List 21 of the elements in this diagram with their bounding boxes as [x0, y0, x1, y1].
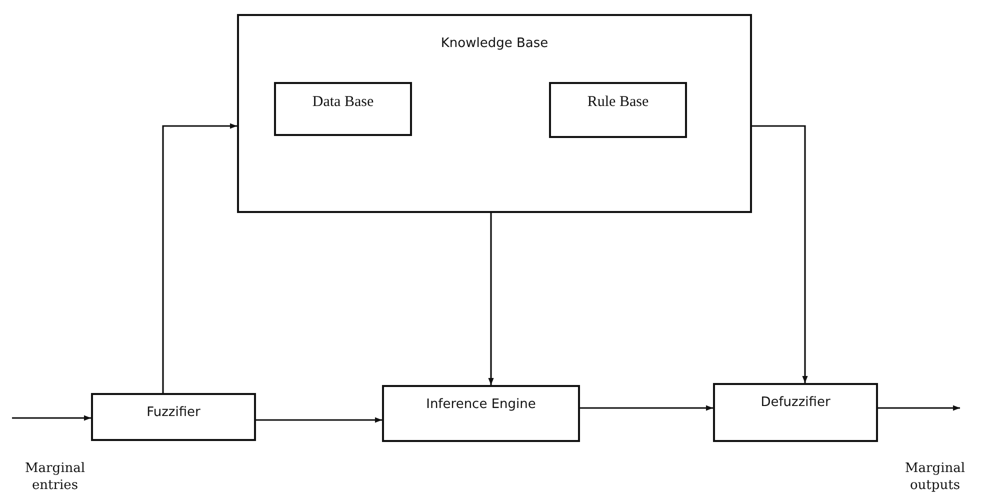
- knowledge-base-box: [237, 14, 752, 213]
- node-label: Fuzzifier: [146, 405, 202, 420]
- arrow: [878, 405, 960, 411]
- fuzzifier-box: [91, 393, 256, 441]
- node-label: Inference Engine: [425, 397, 537, 412]
- arrow: [256, 417, 382, 423]
- io-label: Marginal outputs: [904, 460, 966, 494]
- arrow: [488, 213, 494, 385]
- data-base-box: [274, 82, 412, 136]
- io-label: Marginal entries: [24, 460, 86, 494]
- arrow: [580, 405, 713, 411]
- inference-engine-box: [382, 385, 580, 442]
- arrow: [12, 415, 91, 421]
- node-label: Knowledge Base: [440, 36, 550, 51]
- node-label: Data Base: [311, 94, 375, 111]
- node-label: Defuzzifier: [760, 395, 832, 410]
- rule-base-box: [549, 82, 687, 138]
- arrow: [162, 123, 237, 393]
- arrow: [752, 125, 808, 383]
- defuzzifier-box: [713, 383, 878, 442]
- node-label: Rule Base: [586, 94, 650, 111]
